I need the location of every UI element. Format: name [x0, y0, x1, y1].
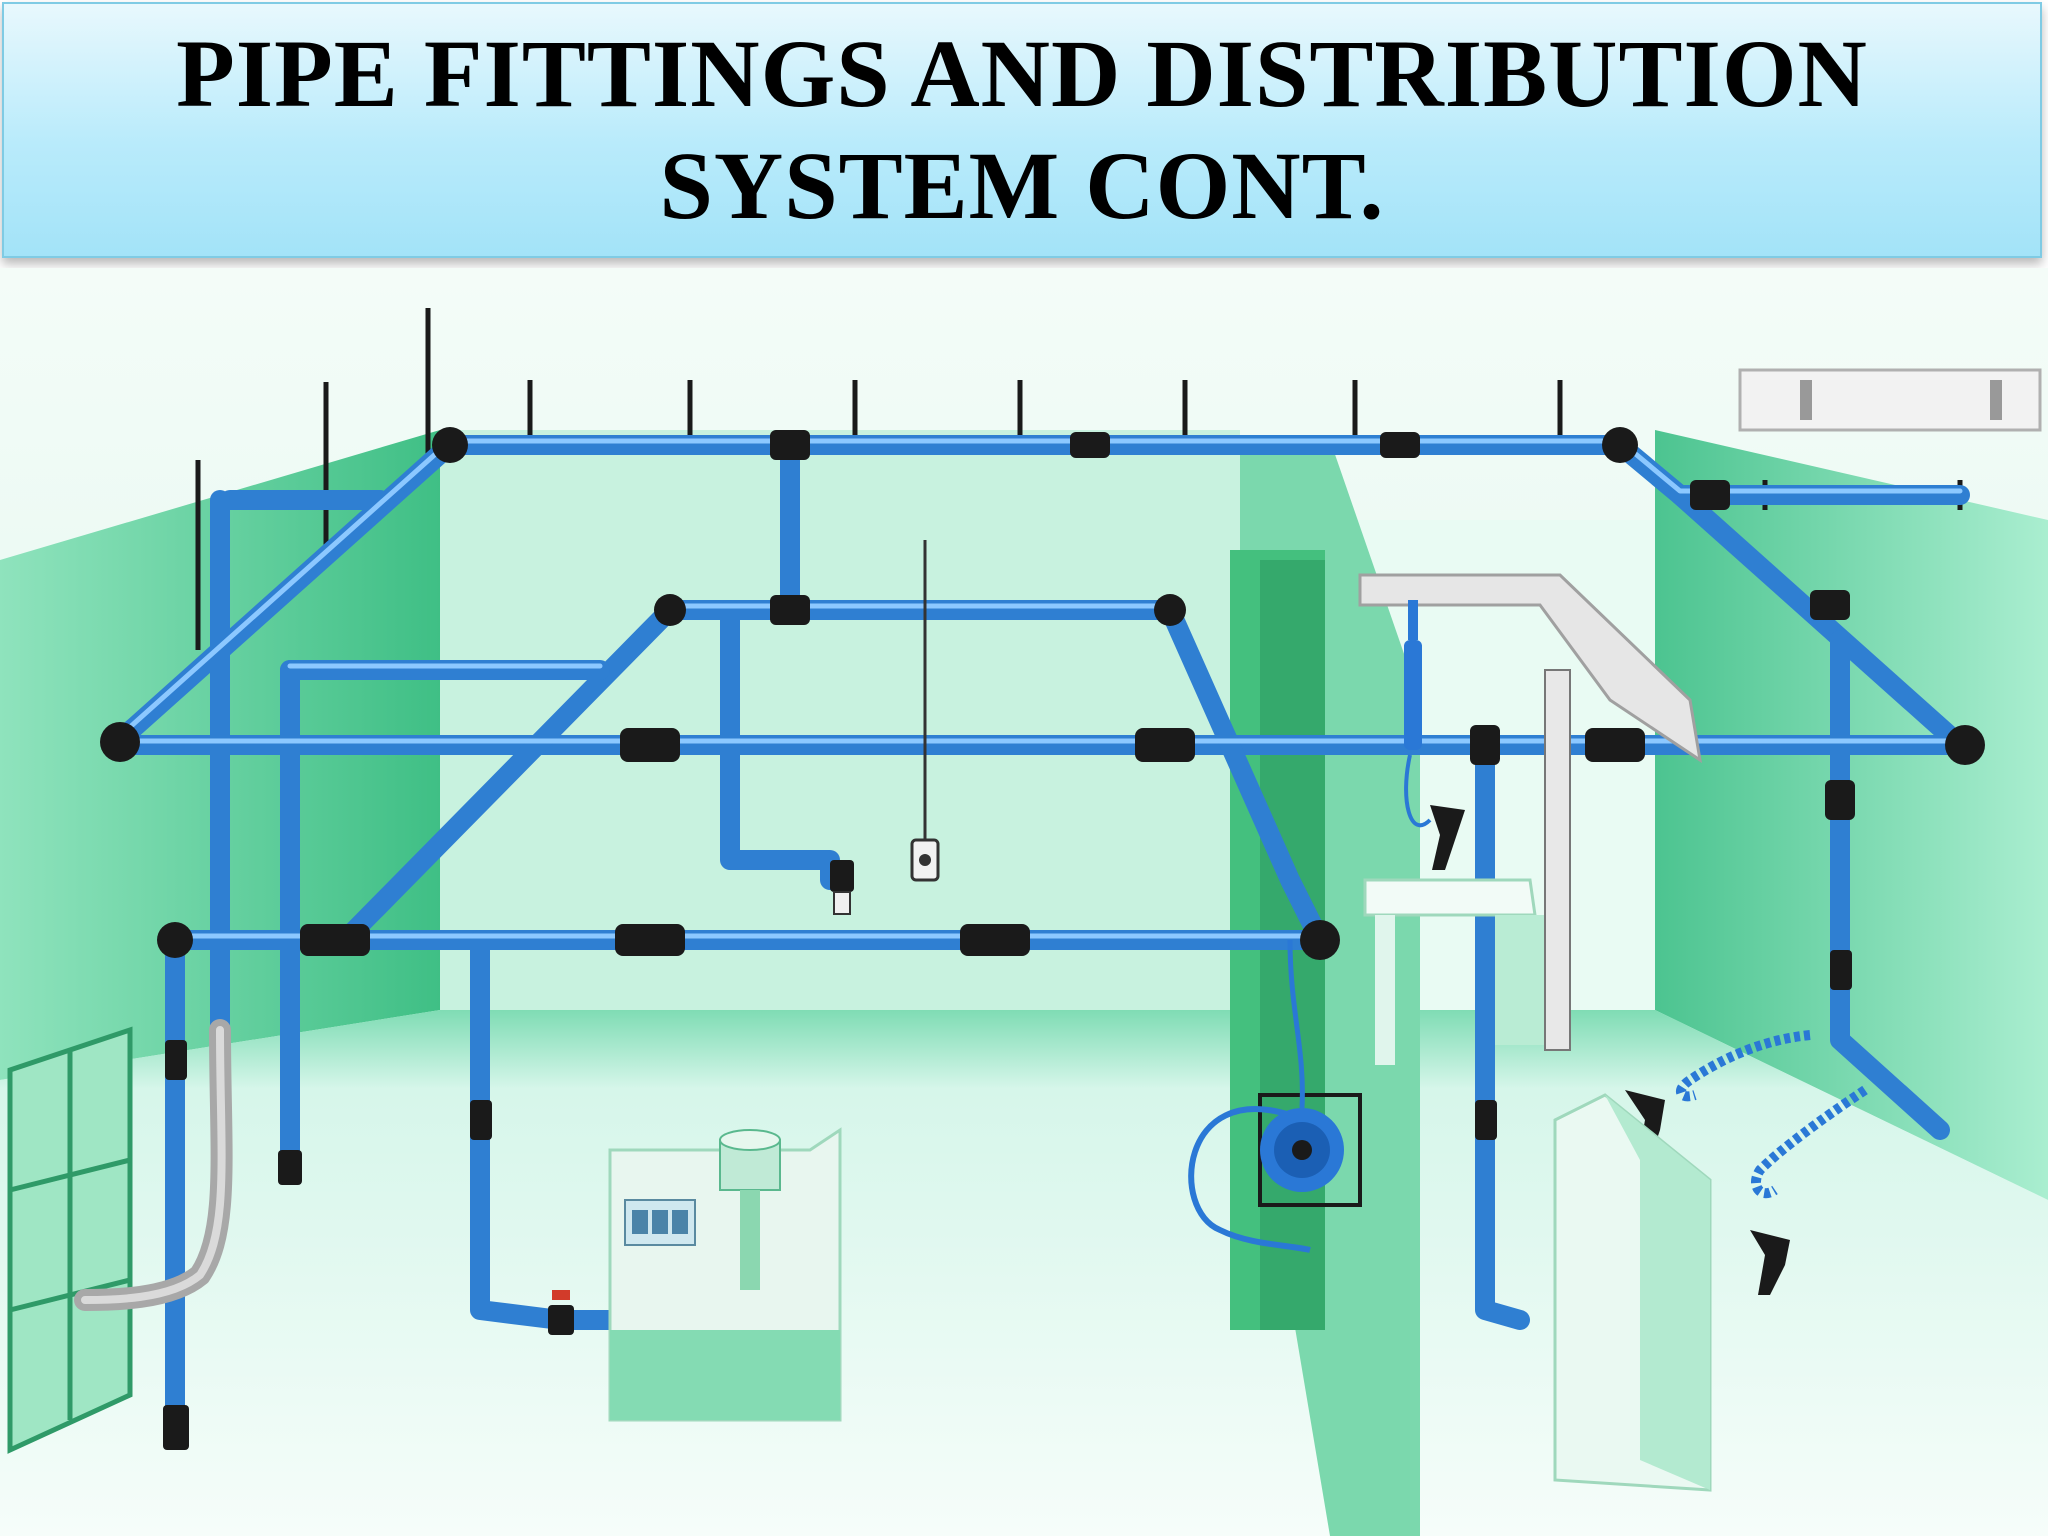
spiral-hoses	[1676, 1030, 1868, 1199]
cable-tray	[1358, 368, 2042, 764]
left-back-wall	[440, 430, 1240, 1010]
filter-regulator	[830, 860, 854, 915]
drop-connector	[470, 1100, 492, 1140]
piping-illustration	[0, 268, 2048, 1536]
elbow-fitting	[157, 922, 193, 958]
pipe-connector	[615, 924, 685, 956]
tee-fitting	[1825, 780, 1855, 820]
pipe-connector	[1070, 432, 1110, 458]
title-line-2: SYSTEM CONT.	[659, 132, 1385, 239]
pipe-fittings	[100, 427, 1985, 1450]
pipe-end-drain	[163, 1405, 189, 1450]
wall-window	[7, 1026, 133, 1454]
ball-valve	[548, 1305, 574, 1335]
pipe-connector	[300, 924, 370, 956]
room	[0, 268, 2048, 1536]
flexible-hose	[74, 1019, 233, 1311]
tee-fitting	[770, 595, 810, 625]
tee-fitting	[770, 430, 810, 460]
elbow-fitting	[1945, 725, 1985, 765]
pipe-connector	[620, 728, 680, 762]
pipe-connector	[1690, 480, 1730, 510]
floor	[0, 1010, 2048, 1536]
pipe-connector	[1135, 728, 1195, 762]
drain-valve	[910, 540, 940, 882]
tee-fitting	[1470, 725, 1500, 765]
pipe-connector	[1380, 432, 1420, 458]
elbow-fitting	[1154, 594, 1186, 626]
elbow-fitting	[100, 722, 140, 762]
pipe-connector	[1810, 590, 1850, 620]
ring-main-pipe	[110, 435, 1975, 1450]
machine	[608, 1127, 842, 1422]
hose-reel	[1188, 939, 1362, 1253]
slide-title: PIPE FITTINGS AND DISTRIBUTION SYSTEM CO…	[176, 18, 1868, 242]
elbow-fitting	[1602, 427, 1638, 463]
pipe-end-drain	[278, 1150, 302, 1185]
drop-connector	[1475, 1100, 1497, 1140]
pipe-connector	[960, 924, 1030, 956]
title-line-1: PIPE FITTINGS AND DISTRIBUTION	[176, 20, 1868, 127]
title-bar: PIPE FITTINGS AND DISTRIBUTION SYSTEM CO…	[2, 2, 2042, 258]
air-blow-gun	[1404, 600, 1790, 1295]
elbow-fitting	[1300, 920, 1340, 960]
pipe-connector	[1585, 728, 1645, 762]
cabinet	[1553, 1093, 1712, 1492]
drop-connector	[1830, 950, 1852, 990]
workbench	[1363, 669, 1571, 1065]
elbow-fitting	[654, 594, 686, 626]
elbow-fitting	[432, 427, 468, 463]
drop-connector	[165, 1040, 187, 1080]
ceiling-brackets	[195, 308, 1963, 650]
